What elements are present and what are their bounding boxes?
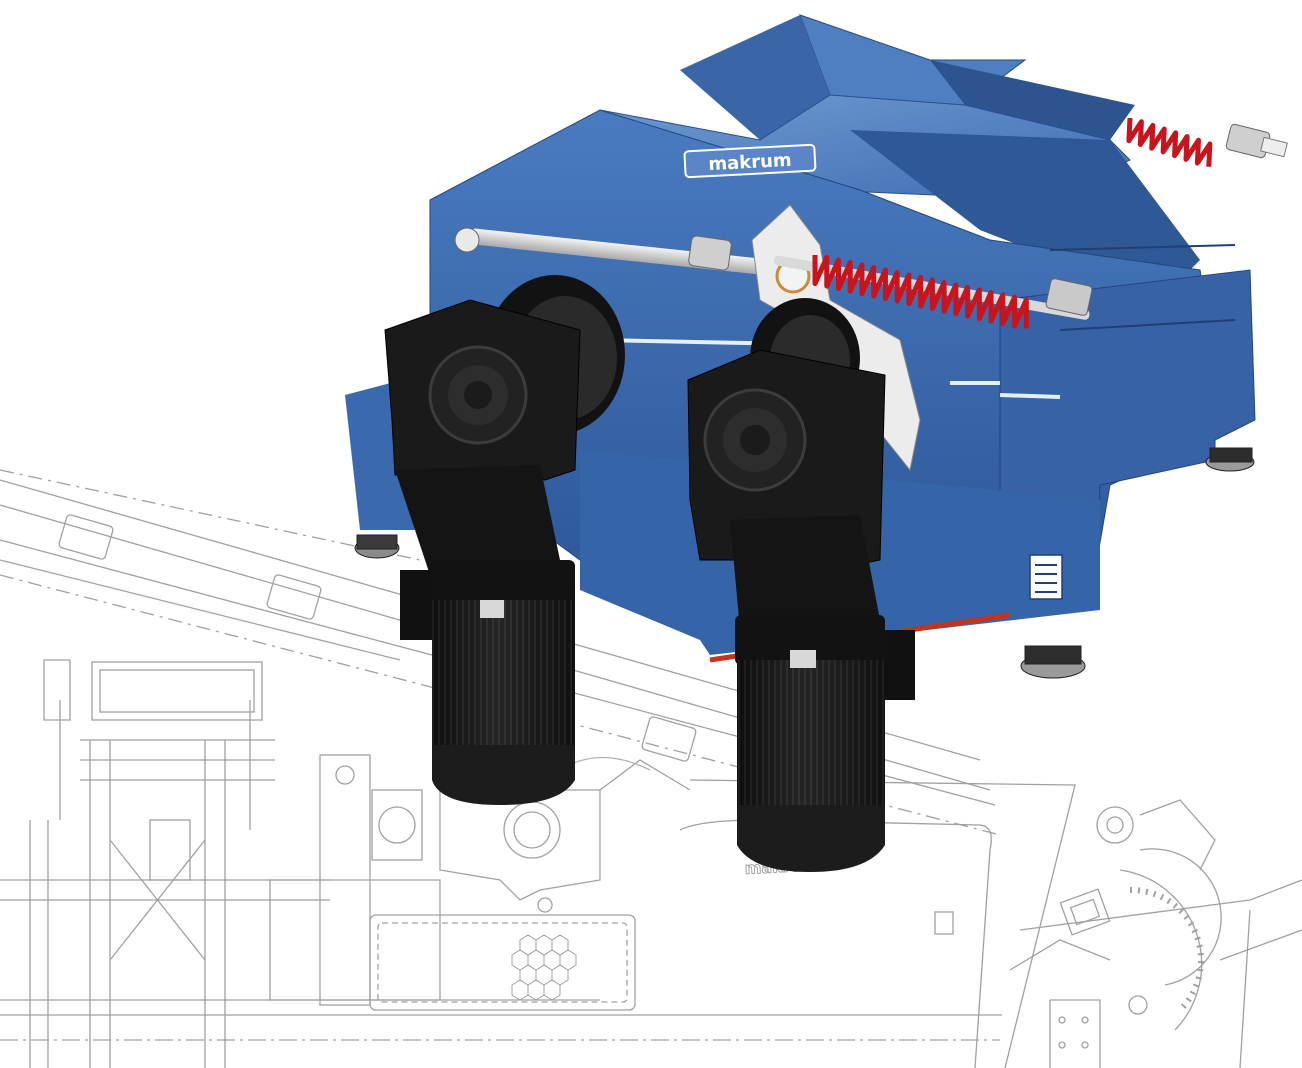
tie-rod: [454, 227, 768, 275]
nameplate-icon: [1029, 554, 1063, 600]
gearbox-icon: [384, 299, 581, 640]
machine-feet: [354, 447, 1255, 679]
sector-assembly-drawing: [1009, 799, 1302, 1068]
drive-unit-left: [384, 299, 581, 805]
drive-unit-right: [687, 349, 915, 872]
perforated-plate-icon: [58, 514, 697, 762]
drive-pedestal-drawing: [269, 754, 691, 1011]
brand-logo-plate: makrum: [683, 143, 817, 179]
honeycomb-pattern-icon: [511, 934, 577, 1001]
coil-spring-icon: [773, 117, 1288, 329]
electric-motor-icon: [430, 560, 575, 805]
gearbox-icon: [687, 349, 915, 700]
electric-motor-icon: [735, 615, 885, 872]
support-frame-drawing: [0, 659, 1002, 1068]
brand-logo: makrum: [708, 150, 792, 175]
